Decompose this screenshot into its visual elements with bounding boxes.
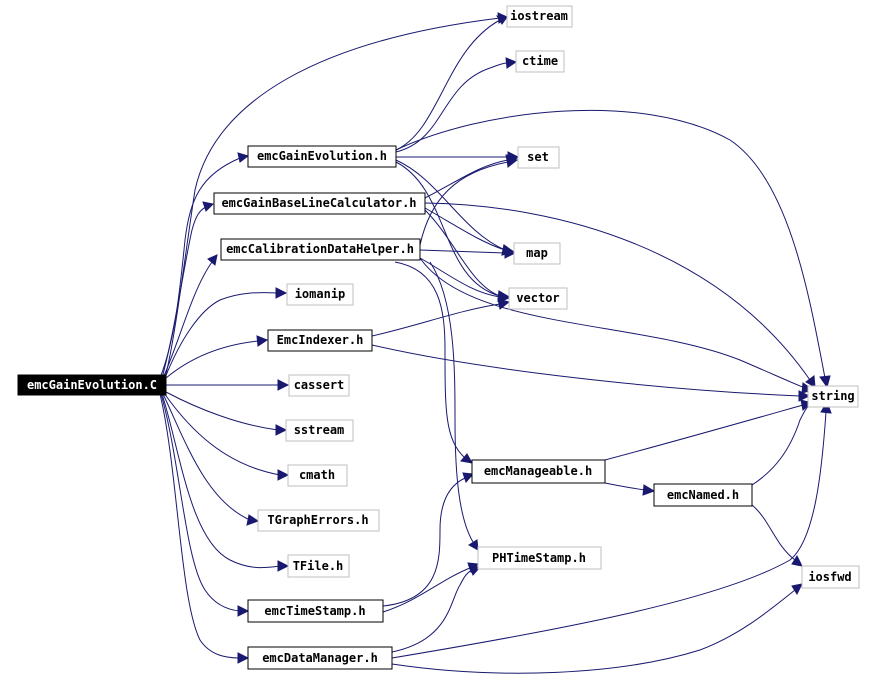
node-label: EmcIndexer.h <box>277 333 364 347</box>
node-label: map <box>526 246 548 260</box>
edge-datamanager-phtimestamp <box>391 565 482 653</box>
edge-root-calibhelper <box>162 254 218 379</box>
edge-root-cassert <box>166 379 290 391</box>
edge-gainevolution-iostream <box>395 15 508 151</box>
edge-timestamp-manageable <box>382 472 475 607</box>
node-label: emcGainEvolution.h <box>257 149 387 163</box>
edge-timestamp-phtimestamp <box>382 562 480 613</box>
node-emcnamed-h[interactable]: emcNamed.h <box>653 483 753 507</box>
node-emccalibrationdatahelper-h[interactable]: emcCalibrationDataHelper.h <box>220 238 421 261</box>
edge-calibhelper-phtimestamp <box>429 261 479 551</box>
edge-root-iomanip <box>164 287 288 379</box>
edge-indexer-string <box>371 344 811 402</box>
edge-root-tfile <box>161 393 290 572</box>
node-label: emcDataManager.h <box>262 651 378 665</box>
node-tgrapherrors-h[interactable]: TGraphErrors.h <box>257 509 380 532</box>
node-label: emcTimeStamp.h <box>264 604 365 618</box>
edge-manageable-named <box>604 482 656 496</box>
node-phtimestamp-h[interactable]: PHTimeStamp.h <box>477 546 602 570</box>
edge-baseline-set <box>424 154 519 199</box>
node-iostream[interactable]: iostream <box>506 5 573 28</box>
node-emcindexer-h[interactable]: EmcIndexer.h <box>267 329 373 352</box>
node-emctimestamp-h[interactable]: emcTimeStamp.h <box>247 599 384 623</box>
node-label: iosfwd <box>808 570 851 584</box>
edge-gainevolution-string <box>395 109 831 389</box>
edge-indexer-vector <box>371 298 511 337</box>
node-label: TFile.h <box>293 559 344 573</box>
node-label: emcNamed.h <box>667 488 739 502</box>
node-map[interactable]: map <box>513 242 561 265</box>
edge-calibhelper-string <box>419 257 815 394</box>
node-label: emcGainBaseLineCalculator.h <box>221 196 416 210</box>
edge-root-cmath <box>163 392 290 481</box>
node-label: emcGainEvolution.C <box>27 378 157 392</box>
edge-root-sstream <box>165 391 288 436</box>
node-emcdatamanager-h[interactable]: emcDataManager.h <box>247 646 393 670</box>
node-tfile-h[interactable]: TFile.h <box>287 554 350 578</box>
node-iomanip[interactable]: iomanip <box>286 283 354 306</box>
node-label: iomanip <box>295 287 346 301</box>
node-label: TGraphErrors.h <box>267 513 368 527</box>
edge-calibhelper-map <box>419 247 517 259</box>
edge-calibhelper-manageable <box>394 261 473 464</box>
edge-named-string <box>751 394 816 486</box>
edge-calibhelper-set <box>419 156 519 246</box>
edge-manageable-string <box>604 399 813 461</box>
node-emcgainevolution-c[interactable]: emcGainEvolution.C <box>17 374 167 396</box>
node-label: emcManageable.h <box>484 464 592 478</box>
edge-baseline-string <box>424 202 816 388</box>
node-label: cassert <box>294 378 345 392</box>
node-iosfwd[interactable]: iosfwd <box>801 565 860 589</box>
edge-named-iosfwd <box>751 504 803 567</box>
node-ctime[interactable]: ctime <box>515 50 565 73</box>
node-label: emcCalibrationDataHelper.h <box>226 242 414 256</box>
node-cassert[interactable]: cassert <box>288 374 350 397</box>
edge-gainevolution-set <box>396 151 520 163</box>
node-sstream[interactable]: sstream <box>285 419 354 442</box>
edge-calibhelper-vector <box>419 257 511 303</box>
node-label: iostream <box>510 9 568 23</box>
node-set[interactable]: set <box>517 146 560 169</box>
edge-root-timestamp <box>160 393 250 617</box>
node-label: vector <box>516 291 559 305</box>
node-emcgainevolution-h[interactable]: emcGainEvolution.h <box>247 145 397 168</box>
node-emcmanageable-h[interactable]: emcManageable.h <box>471 459 606 484</box>
node-label: PHTimeStamp.h <box>492 551 586 565</box>
edge-datamanager-iosfwd <box>391 583 803 674</box>
edge-datamanager-string <box>391 400 832 659</box>
node-cmath[interactable]: cmath <box>287 464 348 487</box>
node-emcgainbaselinecalculator-h[interactable]: emcGainBaseLineCalculator.h <box>213 192 426 215</box>
edge-root-tgrapherrors <box>162 393 260 526</box>
edge-root-datamanager <box>159 393 250 664</box>
edge-gainevolution-ctime <box>395 57 518 153</box>
node-label: sstream <box>294 423 345 437</box>
node-string[interactable]: string <box>807 385 859 408</box>
node-vector[interactable]: vector <box>508 287 568 310</box>
edge-root-gainevolution <box>159 152 250 379</box>
node-label: cmath <box>299 468 335 482</box>
edge-root-baseline <box>161 201 215 379</box>
edge-root-indexer <box>165 335 269 379</box>
edge-baseline-vector <box>424 209 511 302</box>
node-label: string <box>811 389 854 403</box>
node-label: ctime <box>522 54 558 68</box>
node-label: set <box>527 150 549 164</box>
